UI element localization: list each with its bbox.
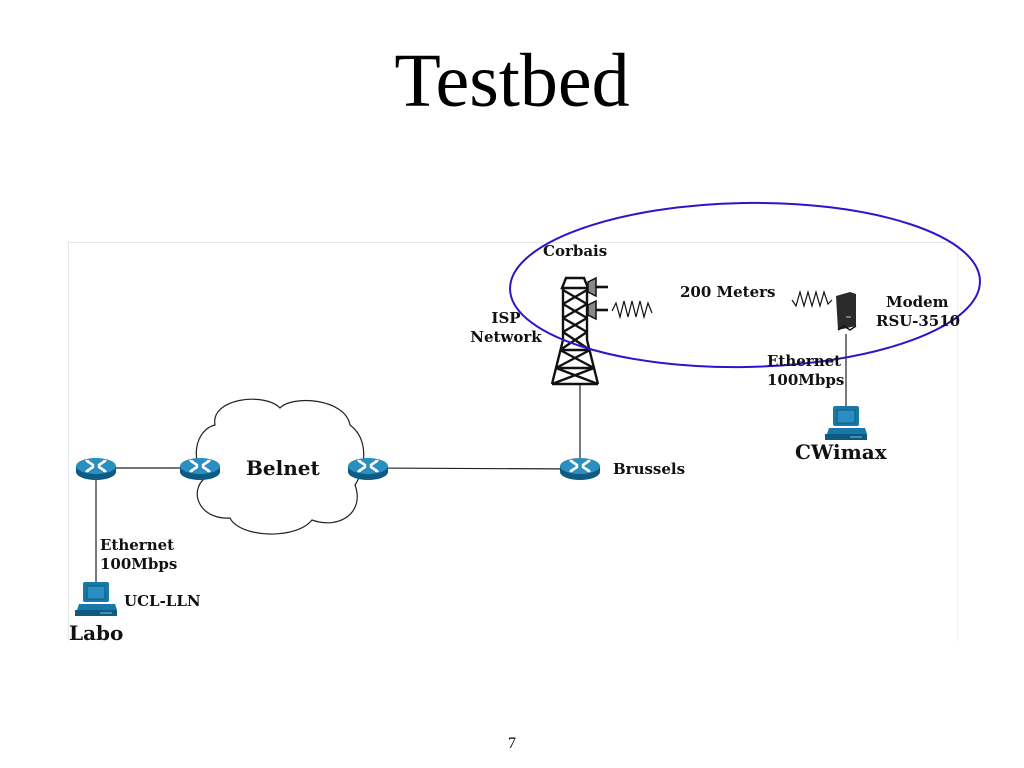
diagram-frame: [68, 242, 958, 641]
wimax-modem-icon[interactable]: [836, 292, 857, 331]
cwimax-ethernet-label: Ethernet: [767, 352, 842, 370]
router-belnet-right-icon[interactable]: [346, 456, 390, 482]
cell-tower-icon[interactable]: [550, 276, 608, 386]
distance-label: 200 Meters: [680, 283, 776, 301]
page-number: 7: [508, 735, 516, 752]
modem-label: Modem: [886, 293, 949, 311]
modem-model-label: RSU-3510: [876, 312, 961, 330]
workstation-cwimax-icon[interactable]: [824, 405, 868, 441]
corbais-label: Corbais: [543, 242, 608, 260]
brussels-label: Brussels: [613, 460, 686, 478]
router-labo-icon[interactable]: [74, 456, 118, 482]
belnet-label: Belnet: [246, 456, 320, 480]
link-belnet-to-brussels: [367, 467, 581, 470]
isp-label: ISP: [491, 309, 521, 327]
slide-title: Testbed: [394, 39, 630, 123]
workstation-labo-icon[interactable]: [74, 581, 118, 617]
wireless-signal-tower-icon: [611, 300, 653, 320]
router-belnet-left-icon[interactable]: [178, 456, 222, 482]
belnet-cloud: [195, 398, 365, 535]
labo-ethernet-label: Ethernet: [100, 536, 175, 554]
network-label: Network: [470, 328, 542, 346]
labo-label: Labo: [69, 621, 124, 645]
wireless-signal-modem-icon: [791, 289, 833, 309]
router-brussels-icon[interactable]: [558, 456, 602, 482]
labo-speed-label: 100Mbps: [100, 555, 178, 573]
ucl-lln-label: UCL-LLN: [124, 592, 201, 610]
cwimax-speed-label: 100Mbps: [767, 371, 845, 389]
wireless-coverage-ellipse: [509, 201, 981, 369]
cwimax-label: CWimax: [795, 440, 887, 464]
